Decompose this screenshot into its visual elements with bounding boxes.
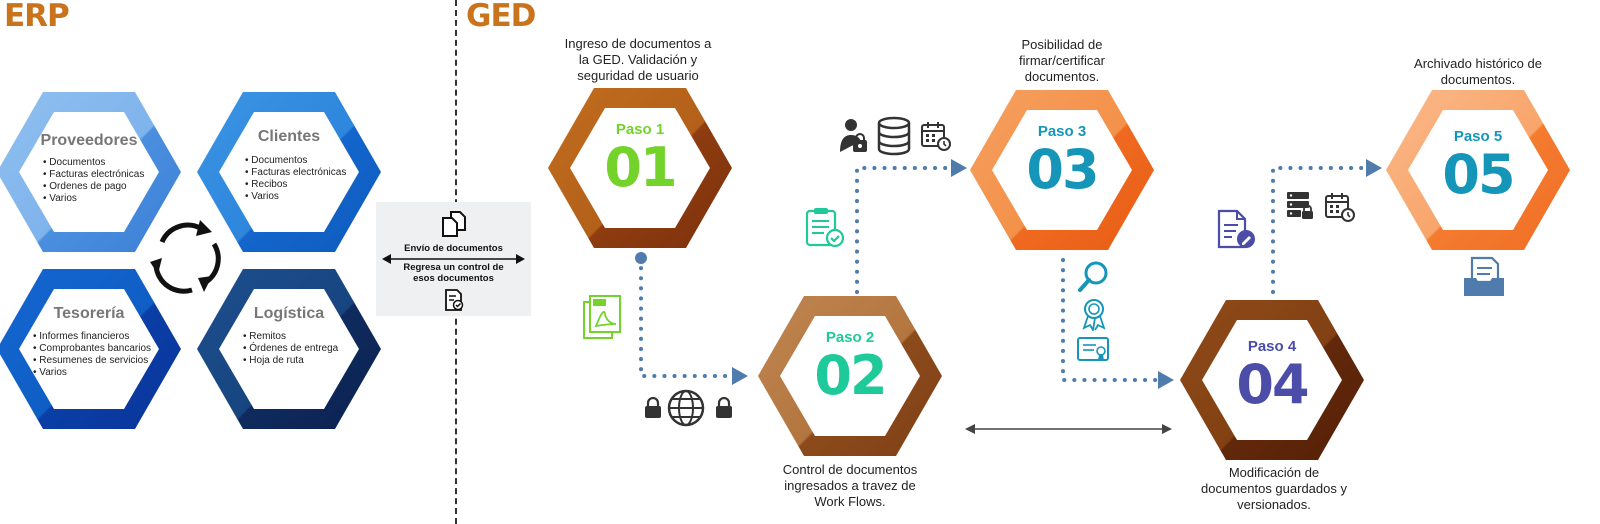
module-item: Varios [43,193,144,205]
caption-line: ingresados a travez de [784,478,916,493]
archive-tray-icon [1464,256,1504,296]
module-item: Documentos [245,155,346,167]
module-title: Proveedores [40,132,138,149]
caption-line: documentos guardados y [1201,481,1347,496]
erp-module-clientes: Clientes Documentos Facturas electrónica… [197,92,381,252]
caption-line: la GED. Validación y [578,52,698,67]
step-caption: Posibilidad de firmar/certificar documen… [974,37,1150,85]
step-hexagon-1: Paso 1 01 [548,88,732,248]
step-label: Paso 1 [615,121,665,138]
caption-line: Work Flows. [814,494,886,509]
clipboard-check-icon [805,208,845,248]
search-icon [1078,261,1108,292]
module-item: Documentos [43,157,144,169]
step-number: 03 [1026,138,1099,201]
user-lock-icon [840,119,867,152]
step-number: 05 [1442,143,1515,206]
module-item: Facturas electrónicas [245,167,346,179]
document-check-icon [445,289,464,311]
caption-line: documentos. [1024,69,1100,84]
caption-line: firmar/certificar [1019,53,1105,68]
caption-line: documentos. [1440,72,1516,87]
caption-line: versionados. [1237,497,1311,512]
award-icon [1082,299,1106,331]
module-item: Recibos [245,179,346,191]
caption-line: Posibilidad de [1021,37,1103,52]
module-title: Clientes [257,128,321,145]
return-control-label: esos documentos [413,273,494,284]
step-hexagon-5: Paso 5 05 [1386,90,1570,250]
caption-line: Ingreso de documentos a [564,36,712,51]
caption-line: Archivado histórico de [1414,56,1542,71]
module-item-list: Informes financieros Comprobantes bancar… [33,331,151,379]
document-exchange-panel: Envío de documentos Regresa un control d… [376,202,531,316]
module-item: Resumenes de servicios [33,355,151,367]
step-hexagon-2: Paso 2 02 [758,296,942,456]
caption-line: Control de documentos [782,462,918,477]
module-item: Varios [245,191,346,203]
erp-module-tesoreria: Tesorería Informes financieros Comproban… [0,269,181,429]
step-label: Paso 4 [1247,338,1297,355]
step-label: Paso 5 [1453,128,1503,145]
module-item: Órdenes de entrega [243,343,338,355]
module-item: Facturas electrónicas [43,169,144,181]
database-icon [877,116,911,156]
caption-line: Modificación de [1228,465,1320,480]
module-item: Ordenes de pago [43,181,144,193]
edit-document-icon [1217,209,1255,249]
ged-title: GED [466,0,536,34]
step-number: 02 [814,344,887,407]
step-hexagon-4: Paso 4 04 [1180,300,1364,460]
module-item-list: Remitos Órdenes de entrega Hoja de ruta [243,331,338,367]
server-lock-icon [1287,192,1313,219]
calendar-clock-icon [1325,193,1355,222]
return-control-label: Regresa un control de [403,262,504,273]
certificate-icon [1077,337,1109,361]
caption-line: seguridad de usuario [577,68,699,83]
erp-title: ERP [4,0,70,34]
step-number: 01 [604,136,677,199]
step-hexagon-3: Paso 3 03 [970,90,1154,250]
step-caption: Archivado histórico de documentos. [1390,56,1566,88]
globe-icon [667,389,705,427]
module-item-list: Documentos Facturas electrónicas Recibos… [245,155,346,203]
exchange-arrow [382,254,525,264]
module-item-list: Documentos Facturas electrónicas Ordenes… [43,157,144,205]
pdf-file-icon [583,295,621,339]
erp-module-logistica: Logística Remitos Órdenes de entrega Hoj… [197,269,381,429]
refresh-cycle-icon [150,220,221,294]
step-label: Paso 2 [825,329,875,346]
send-documents-label: Envío de documentos [404,243,503,254]
calendar-clock-icon [921,122,951,151]
step-number: 04 [1236,353,1309,416]
module-title: Tesorería [53,305,125,322]
copy-documents-icon [442,211,466,237]
erp-module-proveedores: Proveedores Documentos Facturas electrón… [0,92,181,252]
module-item: Varios [33,367,151,379]
step-label: Paso 3 [1037,123,1087,140]
step-caption: Control de documentos ingresados a trave… [760,462,940,510]
step-caption: Modificación de documentos guardados y v… [1184,465,1364,513]
step-caption: Ingreso de documentos a la GED. Validaci… [550,36,726,84]
lock-icon [645,397,661,418]
module-item: Informes financieros [33,331,151,343]
module-item: Comprobantes bancarios [33,343,151,355]
module-title: Logística [253,305,325,322]
module-item: Hoja de ruta [243,355,338,367]
lock-icon [716,397,732,418]
module-item: Remitos [243,331,338,343]
